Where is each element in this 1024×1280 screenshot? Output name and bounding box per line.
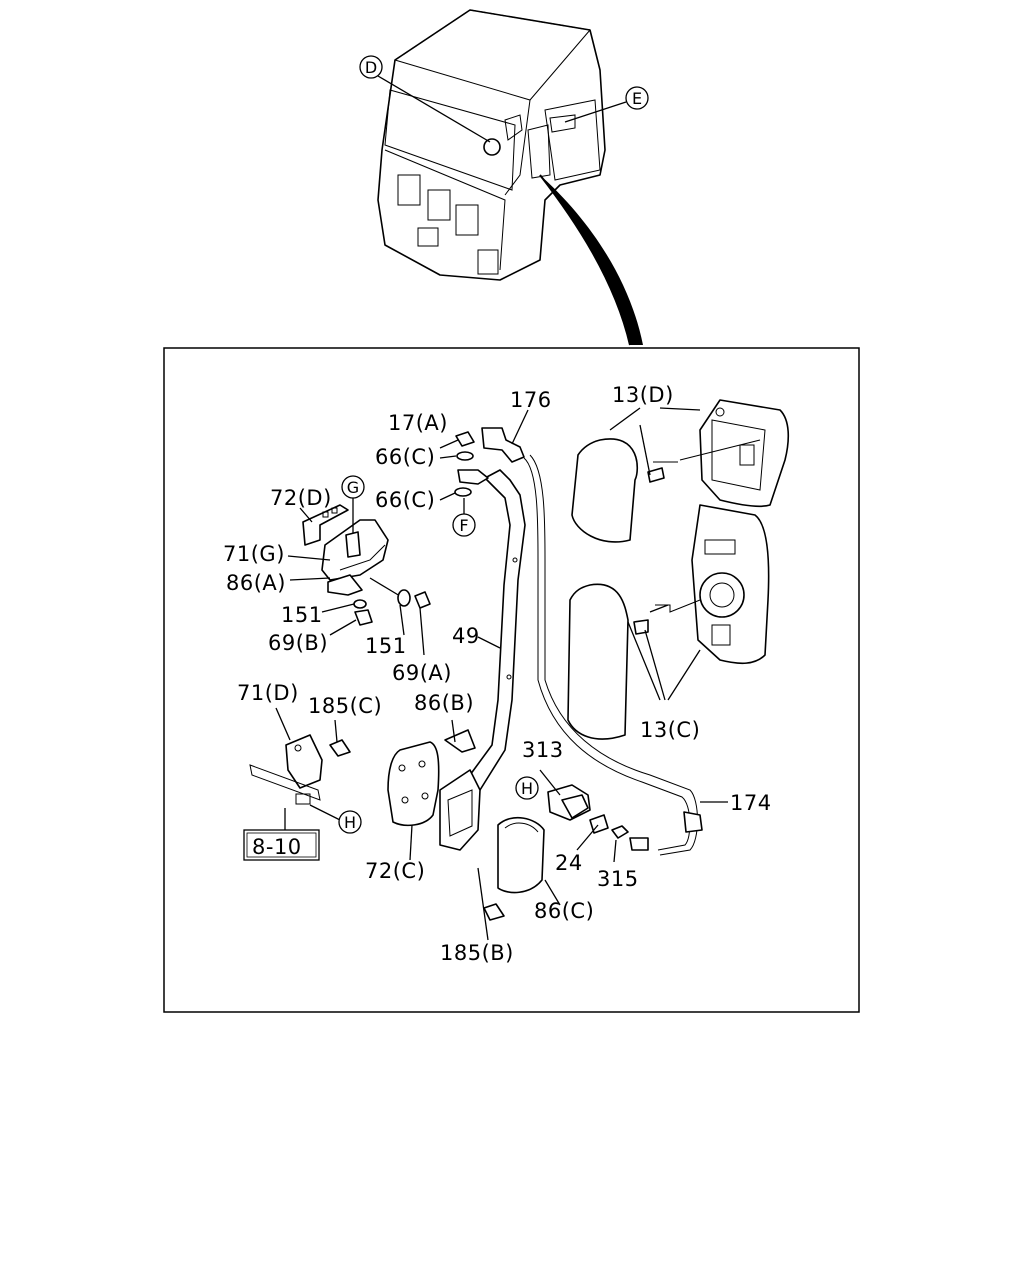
cable-174-176 (481, 427, 703, 856)
bracket-71d (249, 734, 323, 805)
label-72d: 72(D) (270, 486, 332, 510)
callout-e: E (564, 86, 649, 123)
label-313: 313 (522, 738, 564, 762)
callout-f: F (452, 513, 476, 537)
label-174: 174 (730, 791, 772, 815)
lower-mirror-assembly (567, 504, 770, 740)
label-151-2: 151 (365, 634, 407, 658)
label-71d: 71(D) (237, 681, 299, 705)
bolt-185b (483, 903, 505, 921)
label-86b: 86(B) (414, 691, 474, 715)
ref-box-8-10 (243, 829, 320, 861)
label-315: 315 (597, 867, 639, 891)
label-49: 49 (452, 624, 480, 648)
bolt-185c (329, 739, 351, 757)
connector-313 (547, 784, 591, 821)
callout-h-left: H (338, 810, 362, 834)
label-176: 176 (510, 388, 552, 412)
cover-86c (497, 816, 545, 894)
label-72c: 72(C) (365, 859, 425, 883)
label-86a: 86(A) (226, 571, 286, 595)
detail-frame (163, 347, 860, 1013)
cover-72c (387, 741, 481, 851)
nut-17a (455, 431, 475, 447)
label-185c: 185(C) (308, 694, 382, 718)
label-24: 24 (555, 851, 583, 875)
leaders-13 (609, 407, 701, 701)
callout-d: D (359, 55, 491, 143)
label-71g: 71(G) (223, 542, 285, 566)
truck-cab-overview (377, 9, 643, 346)
svg-text:H: H (344, 813, 356, 832)
svg-text:H: H (521, 779, 533, 798)
callout-h-right: H (515, 776, 539, 800)
svg-text:F: F (459, 516, 468, 535)
callout-g: G (341, 475, 365, 499)
label-13c: 13(C) (640, 718, 700, 742)
washer-66c (454, 451, 474, 497)
bracket-72d-71g (302, 504, 389, 596)
label-151-1: 151 (281, 603, 323, 627)
svg-text:E: E (632, 89, 642, 108)
label-17a: 17(A) (388, 411, 448, 435)
label-8-10: 8-10 (252, 835, 302, 859)
label-69a: 69(A) (392, 661, 452, 685)
label-86c: 86(C) (534, 899, 594, 923)
upper-mirror-assembly (571, 399, 790, 543)
label-13d: 13(D) (612, 383, 674, 407)
label-185b: 185(B) (440, 941, 514, 965)
mirror-screws (633, 467, 669, 635)
label-69b: 69(B) (268, 631, 328, 655)
svg-text:G: G (347, 478, 359, 497)
label-66c-1: 66(C) (375, 445, 435, 469)
terminal-315 (611, 825, 629, 839)
svg-text:D: D (365, 58, 377, 77)
cover-86b (444, 729, 476, 753)
label-66c-2: 66(C) (375, 488, 435, 512)
washers-nuts-151-69 (353, 589, 431, 626)
